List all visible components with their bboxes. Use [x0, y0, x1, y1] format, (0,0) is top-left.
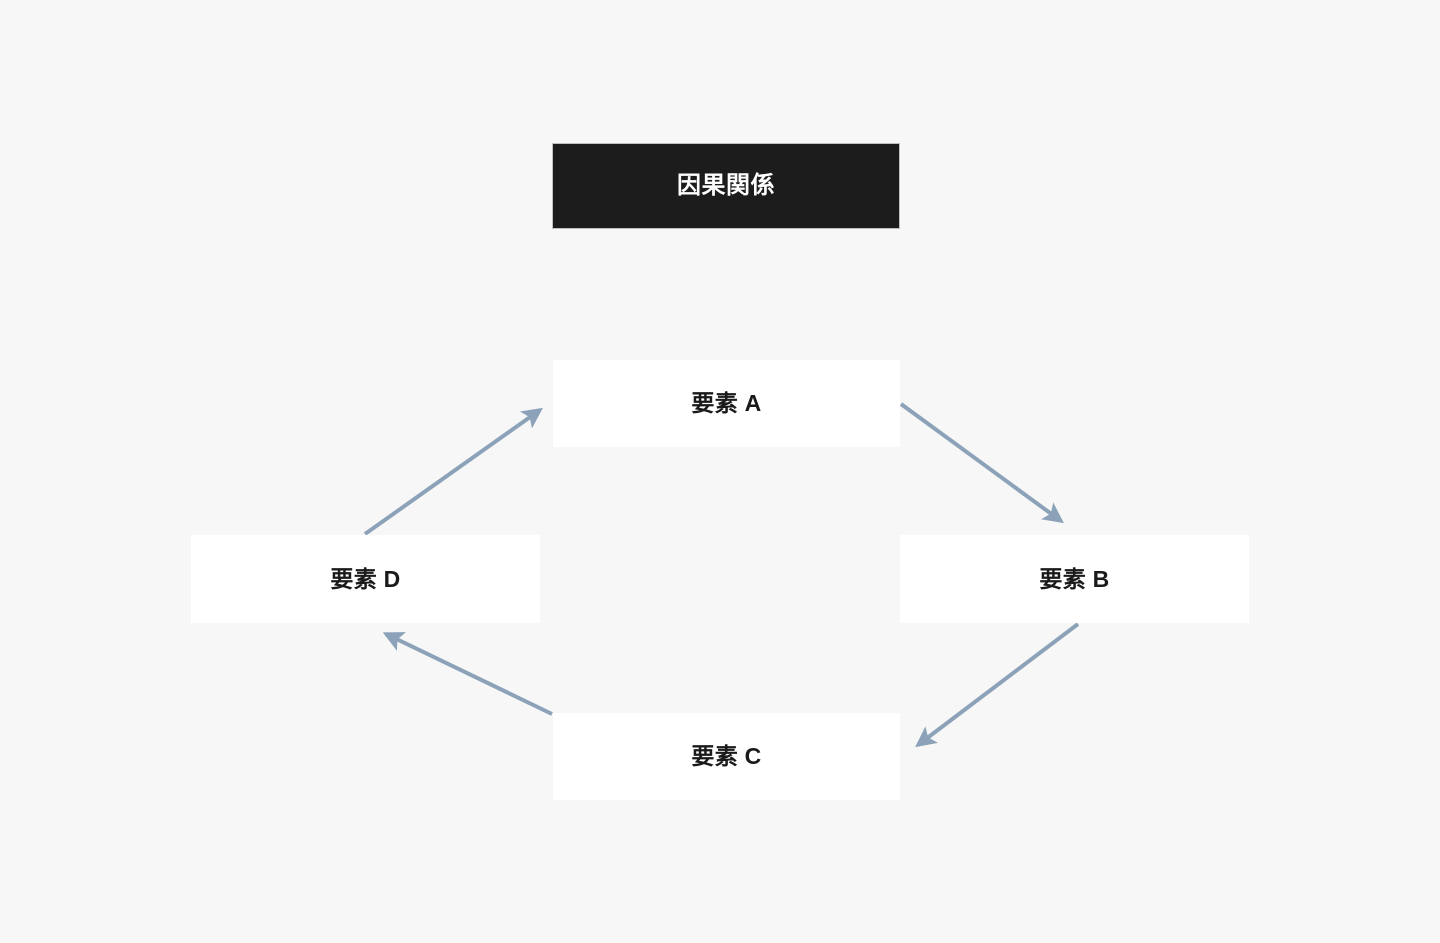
edge-c-to-d: [382, 632, 553, 716]
diagram-title-text: 因果関係: [677, 172, 775, 199]
edge-b-to-c: [915, 622, 1080, 748]
node-element-d[interactable]: 要素 D: [191, 535, 540, 623]
node-label-d: 要素 D: [330, 565, 401, 592]
node-label-b: 要素 B: [1039, 565, 1110, 592]
edge-a-to-b: [899, 402, 1064, 524]
node-label-c: 要素 C: [691, 743, 762, 769]
node-element-c[interactable]: 要素 C: [553, 713, 900, 800]
node-element-b[interactable]: 要素 B: [900, 535, 1249, 623]
edge-d-to-a: [363, 407, 543, 536]
diagram-title-box: 因果関係: [552, 143, 900, 229]
node-element-a[interactable]: 要素 A: [553, 360, 900, 447]
node-label-a: 要素 A: [691, 390, 762, 416]
